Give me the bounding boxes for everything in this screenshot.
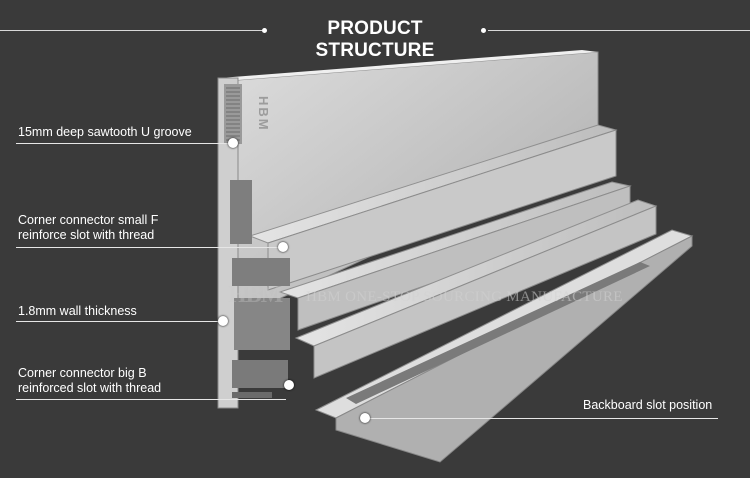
callout-text: Corner connector big B bbox=[18, 366, 147, 380]
callout-leader-line bbox=[16, 399, 286, 400]
callout-leader-line bbox=[366, 418, 718, 419]
header-dot-left bbox=[262, 28, 267, 33]
callout-text: Backboard slot position bbox=[583, 398, 713, 412]
backboard-slot bbox=[346, 262, 650, 404]
callout-leader-line bbox=[16, 321, 222, 322]
header-rule-left bbox=[0, 30, 262, 31]
callout-marker bbox=[284, 380, 294, 390]
callout-marker bbox=[360, 413, 370, 423]
watermark: HBM HBM ONE-STOP SOURCING MANUFACTURE bbox=[228, 282, 644, 310]
callout-text: reinforce slot with thread bbox=[18, 228, 155, 242]
callout-marker bbox=[228, 138, 238, 148]
watermark-logo: HBM bbox=[228, 282, 283, 308]
callout-leader-line bbox=[16, 143, 234, 144]
callout-text: Corner connector small F bbox=[18, 213, 159, 227]
callout-sawtooth-groove: 15mm deep sawtooth U groove bbox=[18, 125, 192, 140]
callout-big-b-slot: Corner connector big B reinforced slot w… bbox=[18, 366, 161, 396]
page-title: PRODUCT STRUCTURE bbox=[315, 18, 435, 61]
callout-text: reinforced slot with thread bbox=[18, 381, 162, 395]
header-dot-right bbox=[481, 28, 486, 33]
back-panel-top-edge bbox=[220, 50, 598, 80]
callout-marker bbox=[278, 242, 288, 252]
callout-small-f-slot: Corner connector small F reinforce slot … bbox=[18, 213, 158, 243]
callout-leader-line bbox=[16, 247, 282, 248]
callout-marker bbox=[218, 316, 228, 326]
callout-wall-thickness: 1.8mm wall thickness bbox=[18, 304, 137, 319]
header-rule-right bbox=[488, 30, 750, 31]
callout-text: 15mm deep sawtooth U groove bbox=[18, 125, 192, 139]
callout-text: 1.8mm wall thickness bbox=[18, 304, 137, 318]
lower-step-face bbox=[313, 205, 657, 379]
profile-stamp: HBM bbox=[256, 96, 271, 132]
watermark-text: HBM ONE-STOP SOURCING MANUFACTURE bbox=[306, 289, 623, 305]
callout-backboard-slot: Backboard slot position bbox=[583, 398, 712, 413]
header: PRODUCT STRUCTURE bbox=[0, 0, 750, 61]
